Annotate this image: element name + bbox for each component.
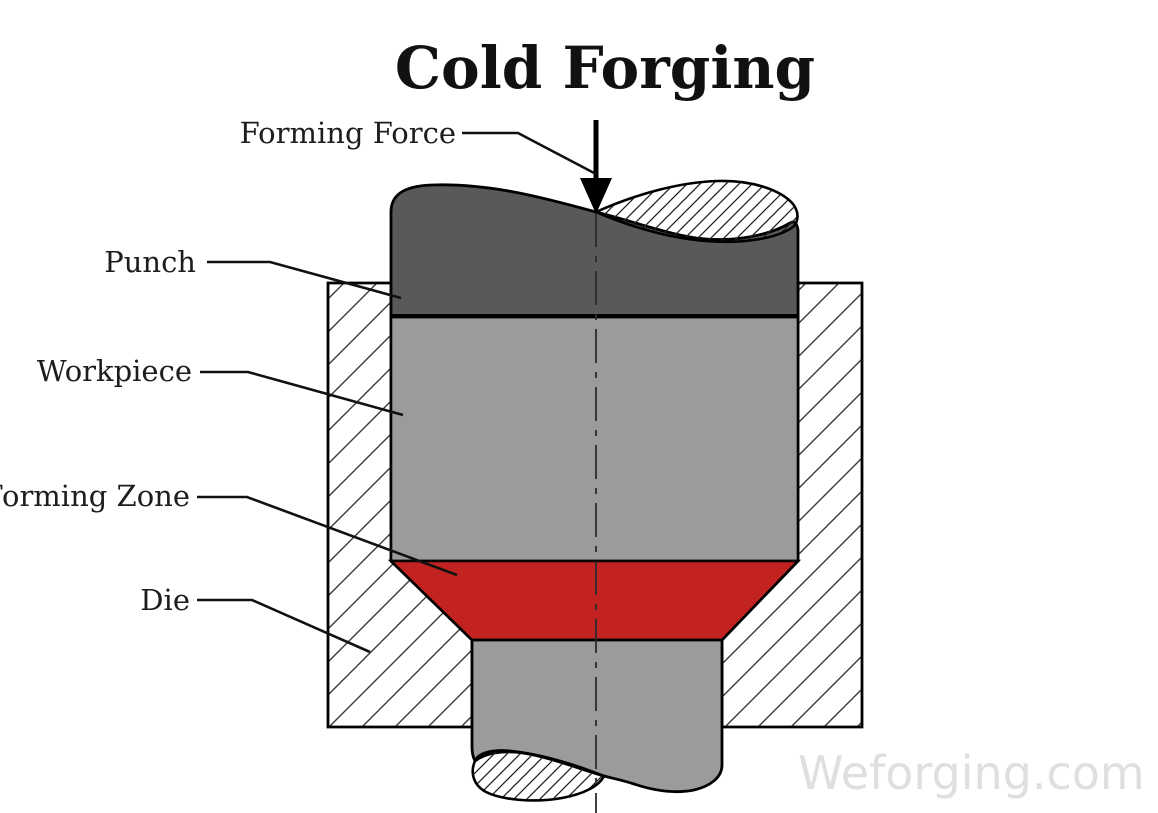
workpiece-leader [200,370,404,417]
punch-label: Punch [104,245,196,279]
forming-force-arrow [580,120,612,214]
forming-force-label: Forming Force [240,116,456,150]
forming-zone-label: Forming Zone [0,479,190,513]
forming-force-leader [462,131,597,176]
die-leader [197,598,371,654]
watermark: Weforging.com [798,746,1145,800]
shaft-break-hatch [471,749,606,802]
workpiece-label: Workpiece [37,354,192,388]
punch-break-hatch [592,179,799,244]
page-title: Cold Forging [395,34,815,102]
workpiece-shape [389,313,800,563]
die-label: Die [140,583,190,617]
forming-zone-leader [197,495,458,577]
punch-leader [207,260,402,300]
